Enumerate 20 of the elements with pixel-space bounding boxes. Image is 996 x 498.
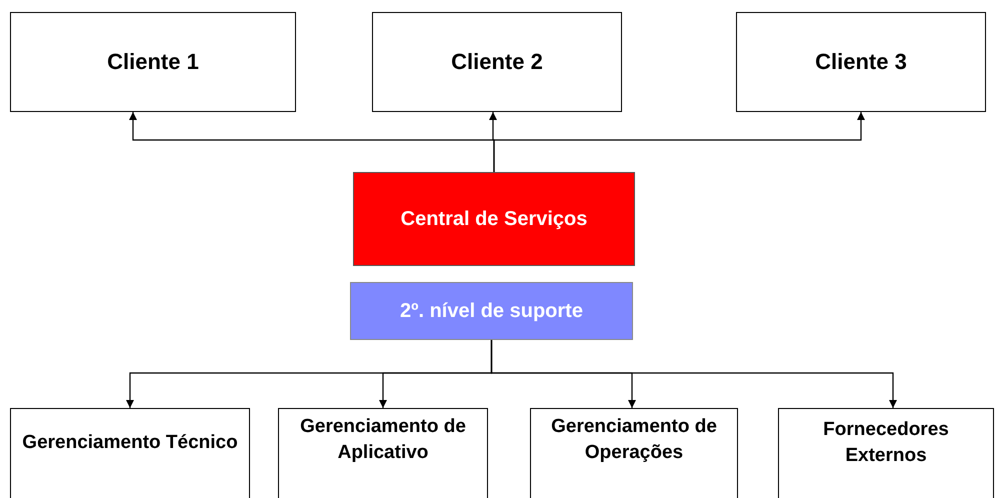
client-box bbox=[372, 12, 622, 112]
box-label: Fornecedores Externos bbox=[822, 418, 950, 468]
arrow bbox=[493, 112, 865, 172]
process-box bbox=[530, 408, 738, 498]
box-label: Cliente 3 bbox=[815, 48, 907, 76]
box-label: Central de Serviços bbox=[400, 206, 588, 232]
support-level-box bbox=[350, 282, 633, 340]
box-label: Cliente 2 bbox=[451, 48, 543, 76]
client-box bbox=[736, 12, 986, 112]
process-box bbox=[778, 408, 994, 498]
box-label: Gerenciamento de Operações bbox=[550, 415, 718, 465]
client-box bbox=[10, 12, 296, 112]
service-desk-box bbox=[353, 172, 635, 266]
process-box bbox=[278, 408, 488, 498]
box-label: 2º. nível de suporte bbox=[400, 298, 583, 324]
arrow bbox=[490, 340, 897, 408]
process-box bbox=[10, 408, 250, 498]
box-label: Cliente 1 bbox=[107, 48, 199, 76]
box-label: Gerenciamento Técnico bbox=[22, 431, 238, 456]
box-label: Gerenciamento de Aplicativo bbox=[299, 415, 467, 465]
